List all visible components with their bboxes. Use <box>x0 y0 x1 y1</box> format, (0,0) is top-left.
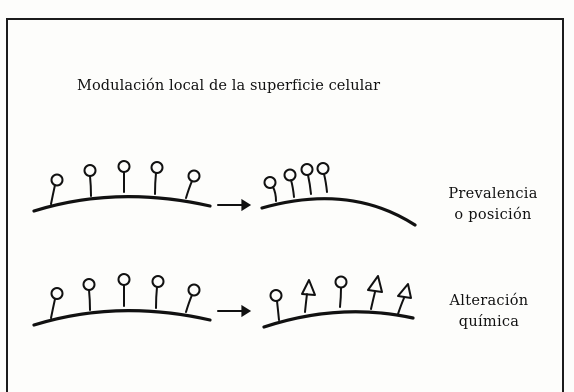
receptor-triangle <box>301 279 316 313</box>
row1-label-line1: Prevalencia <box>448 186 538 202</box>
receptor-circle <box>117 273 131 307</box>
row2-label-line1: Alteración <box>449 293 529 309</box>
figure-title: Modulación local de la superficie celula… <box>77 78 381 94</box>
receptor-circle <box>50 173 64 205</box>
receptor-circle <box>334 275 348 308</box>
receptor-circle <box>269 289 283 321</box>
row1-after-membrane-group <box>260 162 417 227</box>
figure-frame <box>6 18 564 392</box>
receptor-circle <box>185 283 201 313</box>
row2-before-membrane-group <box>32 273 212 327</box>
row2-after-membrane-group <box>262 275 415 329</box>
row1-label-line2: o posición <box>454 207 532 223</box>
row2-label: Alteración química <box>428 291 550 333</box>
receptor-triangle <box>397 283 412 315</box>
receptor-circle <box>316 162 330 193</box>
receptor-circle <box>82 278 96 311</box>
receptor-circle <box>300 163 314 195</box>
receptor-circle <box>151 275 165 309</box>
row2-label-line2: química <box>458 314 520 330</box>
membrane-curve <box>262 310 415 329</box>
row2-arrow <box>217 304 252 318</box>
row1-arrow <box>217 198 252 212</box>
receptor-circle <box>150 161 164 195</box>
membrane-curve <box>32 195 212 213</box>
receptor-circle <box>185 169 201 199</box>
receptor-circle <box>117 160 131 193</box>
receptor-circle <box>263 176 277 202</box>
row1-label: Prevalencia o posición <box>432 184 554 226</box>
receptor-triangle <box>367 275 383 310</box>
row1-before-membrane-group <box>32 160 212 213</box>
receptor-circle <box>283 168 297 198</box>
receptor-circle <box>83 164 97 197</box>
receptor-circle <box>50 287 64 319</box>
membrane-curve <box>260 197 417 227</box>
membrane-curve <box>32 309 212 327</box>
